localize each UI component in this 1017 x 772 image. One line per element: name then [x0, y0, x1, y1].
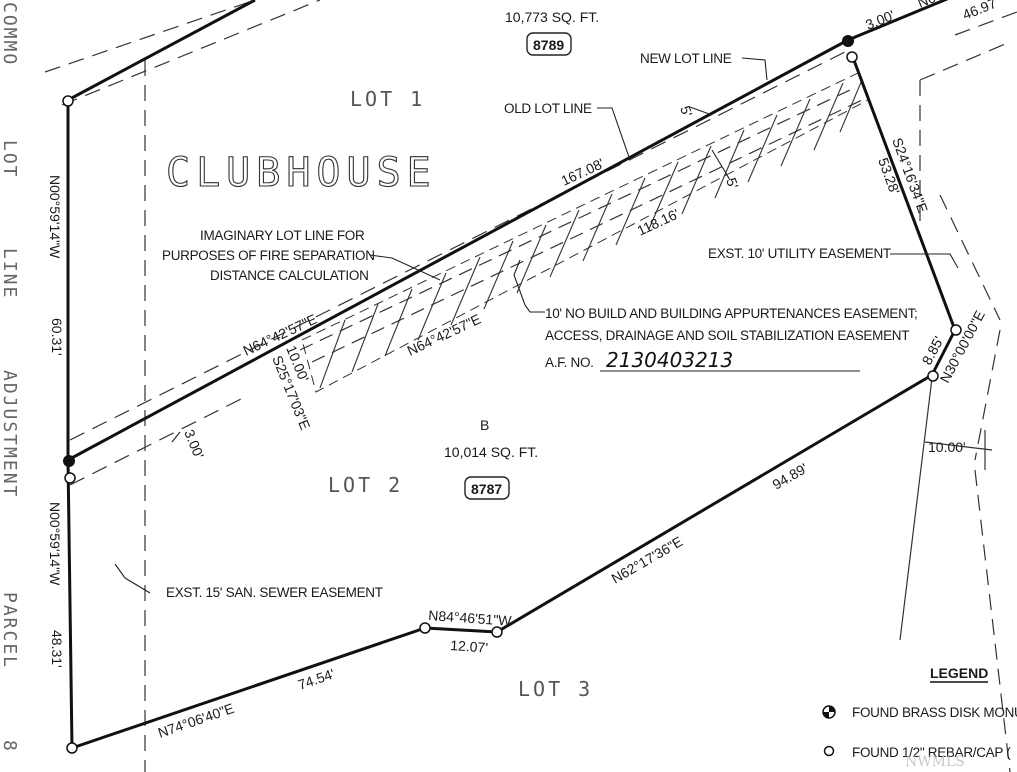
lot1-address: 8789: [533, 37, 564, 53]
brass-disk-markers: [63, 35, 854, 467]
dim-6031: 60.31': [49, 318, 65, 356]
dim-4831: 48.31': [49, 630, 65, 668]
lot2-area: 10,014 SQ. FT.: [444, 444, 538, 460]
side-title-lot: LOT: [0, 140, 20, 179]
lot1-name: LOT 1: [350, 87, 425, 111]
rebar-cap-icon: [823, 745, 835, 757]
sewer-easement-label: EXST. 15' SAN. SEWER EASEMENT: [166, 585, 383, 600]
lot1-area: 10,773 SQ. FT.: [505, 9, 599, 25]
bearing-n64-b: N64°42'57"E: [405, 311, 484, 359]
corner-markers: [62, 51, 962, 754]
lot-boundaries: [66, 0, 957, 750]
right-easement-line: [899, 377, 993, 641]
brass-disk-icon: [822, 705, 836, 719]
dim-top-4697: 46.97: [960, 0, 999, 23]
brass-disk-marker: [842, 35, 854, 47]
no-build-easement-1: 10' NO BUILD AND BUILDING APPURTENANCES …: [545, 306, 917, 321]
rebar-cap-marker: [419, 622, 431, 634]
utility-easement-label: EXST. 10' UTILITY EASEMENT: [708, 246, 891, 261]
dim-1000-right: 10.00': [928, 439, 966, 455]
rebar-cap-marker: [62, 95, 74, 107]
new-lot-line-label: NEW LOT LINE: [640, 51, 732, 66]
rebar-cap-marker: [491, 626, 503, 638]
rebar-cap-marker: [66, 742, 78, 754]
bearing-n00-upper: N00°59'14"W: [47, 175, 63, 259]
legend-item-rebar-cap: FOUND 1/2" REBAR/CAP (: [852, 745, 1011, 760]
dim-9489: 94.89': [770, 460, 811, 493]
dim-118: 118.16': [635, 205, 682, 238]
bearing-n30: N30°00'00"E: [937, 308, 988, 386]
dim-top-bearing-partial: N6: [915, 0, 938, 11]
watermark: NWMLS: [905, 754, 965, 770]
lot2-address-box: [464, 476, 510, 500]
side-title-line: LINE: [0, 248, 20, 299]
lot1-address-box: [526, 32, 572, 56]
dashed-easement-lines: [44, 0, 1017, 772]
bearing-n64-a: N64°42'57"E: [241, 311, 320, 359]
side-title-parcel: PARCEL: [0, 592, 20, 669]
dim-300-left: 3.00': [181, 427, 207, 461]
old-lot-line: [299, 89, 863, 363]
hatched-no-build-easement: [301, 71, 869, 393]
side-title: COMMO LOT LINE ADJUSTMENT PARCEL 8: [0, 2, 20, 753]
leader-lines: [114, 57, 959, 594]
rebar-cap-marker: [950, 324, 962, 336]
bearing-n84: N84°46'51"W: [428, 607, 513, 629]
lot2-parcel: B: [480, 417, 489, 433]
brass-disk-marker: [63, 455, 75, 467]
side-title-adjustment: ADJUSTMENT: [0, 370, 20, 498]
clubhouse-label: CLUBHOUSE: [166, 150, 437, 196]
lot2-name: LOT 2: [328, 473, 403, 497]
lot3-name: LOT 3: [518, 677, 593, 701]
dim-5ft-a: 5': [677, 104, 696, 119]
dim-5ft-b: 5': [723, 176, 742, 191]
dim-top-3ft: 3.00': [863, 7, 897, 33]
legend: LEGEND FOUND BRASS DISK MONU FOUND 1/2" …: [822, 665, 1017, 760]
af-no-value: 2130403213: [606, 348, 733, 372]
imaginary-lot-line-1: IMAGINARY LOT LINE FOR: [200, 228, 365, 243]
rebar-cap-marker: [64, 472, 76, 484]
no-build-easement-2: ACCESS, DRAINAGE AND SOIL STABILIZATION …: [545, 328, 909, 343]
imaginary-lot-line-3: DISTANCE CALCULATION: [210, 268, 369, 283]
af-no-prefix: A.F. NO.: [545, 355, 594, 370]
side-title-commo: COMMO: [0, 2, 20, 66]
lot2-address: 8787: [471, 481, 502, 497]
dim-885: 8.85': [919, 333, 947, 367]
dim-1207: 12.07': [450, 637, 489, 656]
side-title-8: 8: [0, 740, 20, 753]
imaginary-lot-line-2: PURPOSES OF FIRE SEPARATION: [162, 248, 375, 263]
legend-title: LEGEND: [930, 665, 988, 681]
old-lot-line-label: OLD LOT LINE: [504, 101, 592, 116]
bearing-n00-lower: N00°59'14"W: [47, 502, 63, 586]
rebar-cap-marker: [927, 370, 939, 382]
legend-item-brass-disk: FOUND BRASS DISK MONU: [852, 705, 1017, 720]
rebar-cap-marker: [846, 51, 858, 63]
